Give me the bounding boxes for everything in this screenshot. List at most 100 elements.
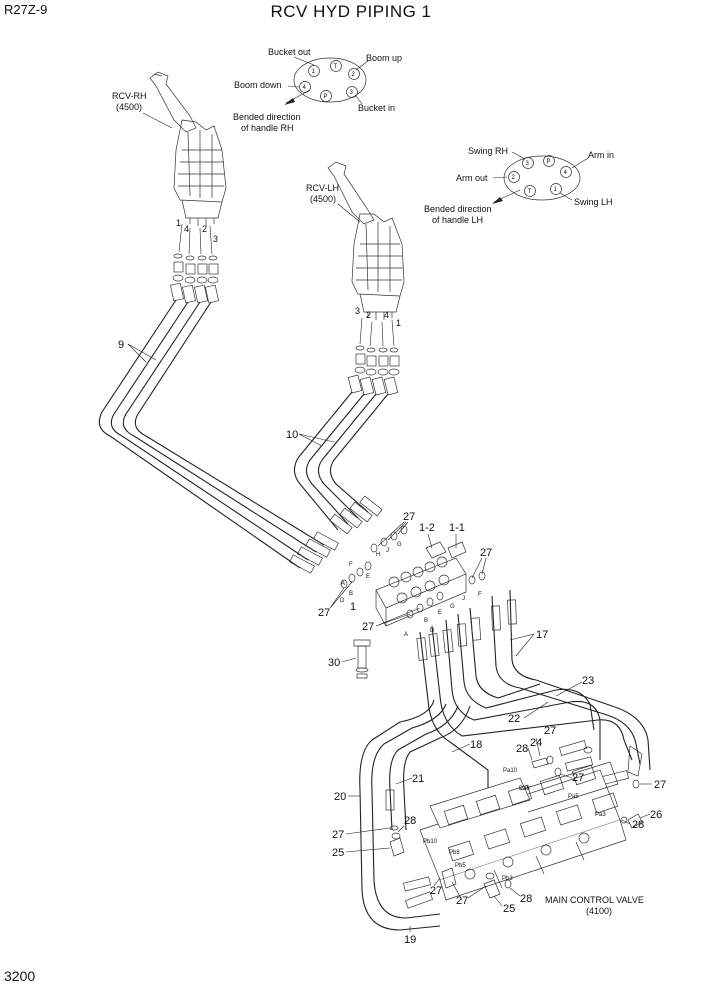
callout-10: 10 [286,429,298,441]
mcv-code: (4100) [586,906,612,916]
lh-port-label-3: 3 [355,306,360,316]
block-port-a-lower: A [404,632,408,638]
callout-27-c: 27 [318,607,330,619]
label-bend-lh-2: of handle LH [432,215,483,225]
label-bend-rh-2: of handle RH [241,123,294,133]
rh-port-1: 1 [312,69,316,75]
rcv-lh-code: (4500) [310,194,336,204]
block-port-b-lower: B [424,618,428,624]
callout-26: 26 [650,809,662,821]
label-bend-rh-1: Bended direction [233,112,301,122]
label-bucket-in: Bucket in [358,103,395,113]
callout-28-d: 28 [520,893,532,905]
lh-port-label-4: 4 [384,310,389,320]
page-title: RCV HYD PIPING 1 [270,2,432,21]
lh-port-1: 1 [554,187,558,193]
callout-18: 18 [470,739,482,751]
lh-port-t: T [528,189,532,195]
pilot-port-pa3: Pa3 [595,812,606,818]
callout-21: 21 [412,773,424,785]
callout-28-a: 28 [516,743,528,755]
page-number: 3200 [4,968,36,984]
rh-port-label-3: 3 [213,234,218,244]
callout-1-1: 1-1 [449,522,465,534]
callout-27-a: 27 [403,511,415,523]
callout-28-b: 28 [632,819,644,831]
callout-27-i: 27 [430,885,442,897]
lh-port-label-1: 1 [396,318,401,328]
pilot-port-pa10: Pa10 [503,768,518,774]
label-boom-down: Boom down [234,80,282,90]
rh-port-t: T [334,64,338,70]
block-port-d-upper: D [340,598,345,604]
block-port-g-upper: G [397,542,402,548]
rh-port-2: 2 [352,72,356,78]
block-port-f-upper: F [349,562,353,568]
rcv-rh-name: RCV-RH [112,91,147,101]
callout-20: 20 [334,791,346,803]
block-port-f-lower: F [478,592,482,598]
rcv-rh-pattern: 1 T 2 3 P 4 Bucket out Boom up Boom down… [233,47,402,133]
lh-port-4: 4 [564,170,568,176]
pilot-port-pb3: Pb3 [502,876,513,882]
callout-25-b: 25 [503,903,515,915]
callout-9: 9 [118,339,124,351]
block-port-j-upper: J [386,548,389,554]
hose-bundle-10 [293,391,389,535]
block-port-j-lower: J [462,596,465,602]
block-port-h: H [376,552,380,558]
label-swing-rh: Swing RH [468,146,508,156]
block-port-b-upper: B [349,591,353,597]
label-boom-up: Boom up [366,53,402,63]
callout-30: 30 [328,657,340,669]
rcv-lh-name: RCV-LH [306,183,339,193]
lh-port-label-2: 2 [366,310,371,320]
label-arm-in: Arm in [588,150,614,160]
rh-port-3: 3 [350,90,354,96]
callout-27-j: 27 [456,895,468,907]
callout-23: 23 [582,675,594,687]
rcv-lh-joystick: 3 2 4 1 RCV-LH (4500) [306,161,405,396]
lh-port-3: 3 [526,161,530,167]
label-swing-lh: Swing LH [574,197,613,207]
callout-1: 1 [350,601,356,613]
callout-27-d: 27 [362,621,374,633]
lh-port-p: P [547,159,551,165]
callout-17: 17 [536,629,548,641]
callout-27-g: 27 [654,779,666,791]
block-port-a-upper: A [341,581,345,587]
callout-28-c: 28 [404,815,416,827]
lh-port-2: 2 [512,175,516,181]
rh-port-4: 4 [303,85,307,91]
main-control-valve [419,761,627,901]
callout-25-a: 25 [332,847,344,859]
pilot-port-pb8: Pb8 [449,850,460,856]
rh-port-p: P [324,94,328,100]
bolt-30 [353,639,371,679]
block-port-e-upper: E [366,574,370,580]
rh-port-label-4: 4 [184,224,189,234]
model-code: R27Z-9 [4,2,48,17]
mcv-fittings [389,745,643,899]
callout-27-b: 27 [480,547,492,559]
pilot-port-pa5: Pa5 [568,794,579,800]
callout-22: 22 [508,713,520,725]
callout-27-f: 27 [572,772,584,784]
pilot-port-pb5: Pb5 [455,863,466,869]
callout-24: 24 [530,737,542,749]
mcv-name: MAIN CONTROL VALVE [545,895,644,905]
callouts: 9 10 27 1-2 1-1 27 27 1 27 17 30 23 22 2… [118,339,666,946]
callout-27-e: 27 [544,725,556,737]
rcv-rh-joystick: 1 4 2 3 RCV-RH (4500) [112,71,227,304]
label-bend-lh-1: Bended direction [424,204,492,214]
callout-1-2: 1-2 [419,522,435,534]
block-port-e-lower: E [438,610,442,616]
rcv-lh-pattern: 3 P 4 1 T 2 Swing RH Arm in Arm out Swin… [424,146,614,225]
callout-19: 19 [404,934,416,946]
pilot-port-pa8: Pa8 [519,786,530,792]
label-arm-out: Arm out [456,173,488,183]
pilot-port-pb10: Pb10 [423,839,438,845]
block-port-g-lower: G [450,604,455,610]
label-bucket-out: Bucket out [268,47,311,57]
